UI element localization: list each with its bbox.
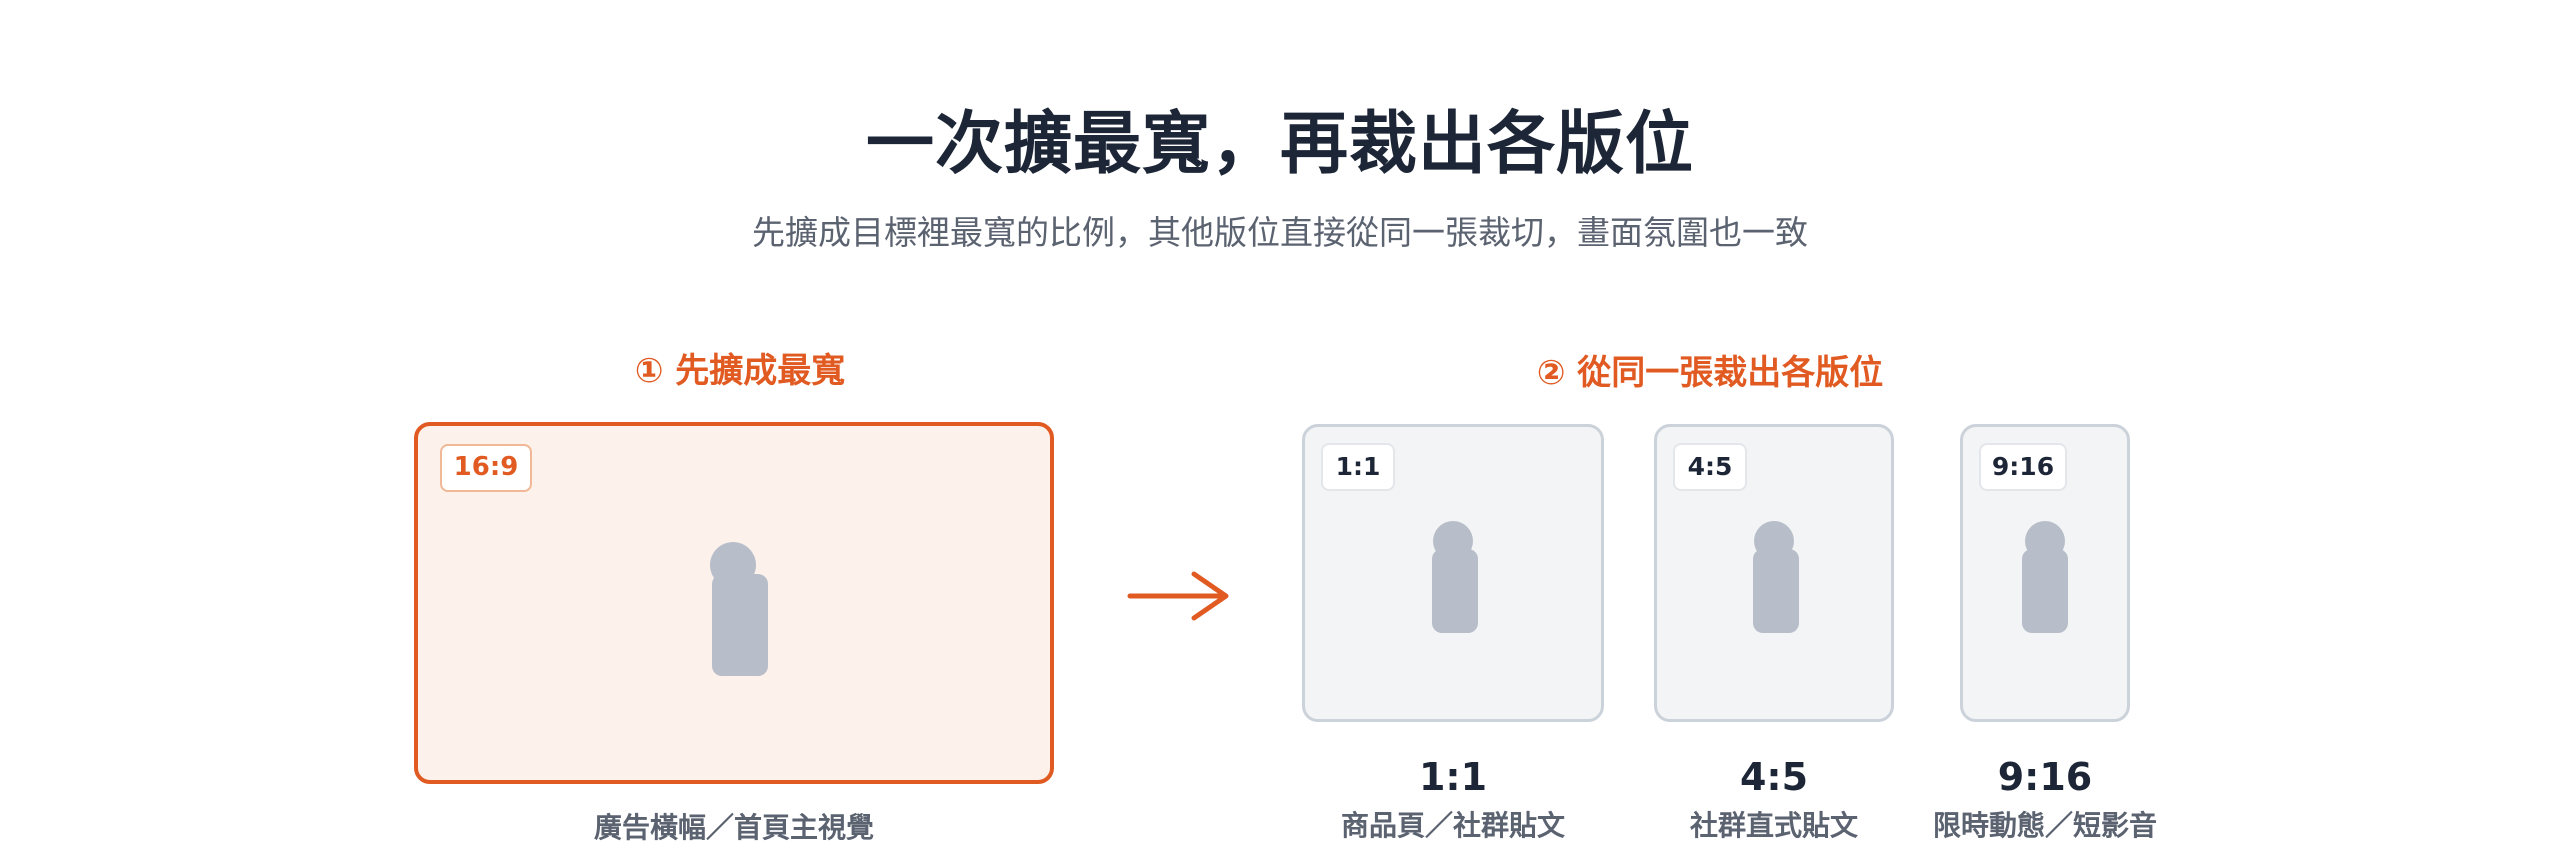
- crop-ratio-4-5: 4:5: [1739, 755, 1809, 799]
- source-caption: 廣告橫幅／首頁主視覺: [593, 811, 874, 844]
- person-body-icon: [1753, 549, 1799, 633]
- page-title: 一次擴最寬，再裁出各版位: [865, 105, 1694, 184]
- person-body-icon: [1432, 549, 1478, 633]
- arrow-right-icon: [1127, 571, 1229, 621]
- ratio-badge-4-5: 4:5: [1673, 443, 1747, 491]
- step-2-label: ② 從同一張裁出各版位: [1536, 353, 1884, 393]
- crop-caption-4-5: 社群直式貼文: [1689, 809, 1858, 842]
- ratio-badge-16-9: 16:9: [440, 444, 532, 492]
- ratio-badge-9-16: 9:16: [1979, 443, 2067, 491]
- crop-frame-1-1: 1:1: [1302, 424, 1604, 722]
- page-subtitle: 先擴成目標裡最寬的比例，其他版位直接從同一張裁切，畫面氛圍也一致: [752, 213, 1808, 252]
- person-body-icon: [712, 574, 768, 676]
- crop-ratio-9-16: 9:16: [1997, 755, 2093, 799]
- crop-ratio-1-1: 1:1: [1418, 755, 1488, 799]
- person-body-icon: [2022, 549, 2068, 633]
- step-1-label: ① 先擴成最寬: [634, 351, 846, 391]
- crop-frame-9-16: 9:16: [1960, 424, 2130, 722]
- ratio-badge-1-1: 1:1: [1321, 443, 1395, 491]
- crop-caption-9-16: 限時動態／短影音: [1932, 809, 2157, 842]
- crop-frame-4-5: 4:5: [1654, 424, 1894, 722]
- source-frame-16-9: 16:9: [414, 422, 1054, 784]
- crop-caption-1-1: 商品頁／社群貼文: [1340, 809, 1565, 842]
